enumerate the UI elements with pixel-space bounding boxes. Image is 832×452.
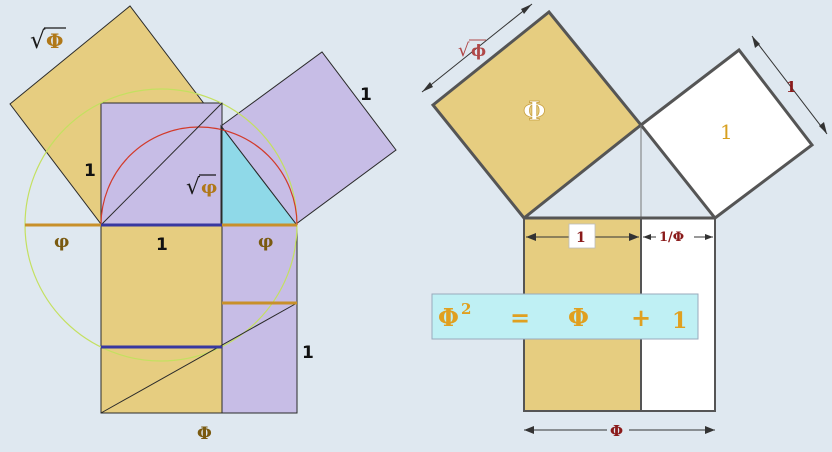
label-sqrt-phi: φ (201, 177, 217, 198)
right-dim-inv-arrow-b (705, 234, 713, 240)
label-one-left: 1 (84, 161, 96, 181)
label-one-side: 1 (786, 78, 796, 96)
equation-exponent: 2 (461, 300, 471, 318)
label-one-right: 1 (302, 343, 314, 363)
label-Phi-bottom: Φ (197, 424, 212, 444)
label-phi-left: φ (54, 232, 69, 252)
right-dim-one-arrow-b (819, 122, 827, 134)
right-dim-one-box (568, 223, 596, 249)
right-white-square-one (638, 47, 815, 221)
right-dim-Phi-arrow-b (705, 426, 715, 434)
right-dim-Phi-box (607, 421, 629, 439)
label-one-center: 1 (156, 235, 168, 255)
label-one-square: 1 (720, 120, 733, 144)
right-dim-w1-arrow-b (629, 233, 639, 241)
left-diagonal-lower (100, 302, 298, 414)
equation-equals: = (510, 303, 530, 332)
label-Phi-bottom-dim: Φ (610, 422, 623, 440)
right-dim-arrow-b (521, 4, 532, 14)
label-sqrt-phi-side: ϕ (471, 41, 486, 60)
label-one-dim: 1 (576, 230, 586, 246)
equation-term1: Φ (568, 303, 589, 332)
left-gold-rectangle-bottom (100, 224, 223, 414)
label-inv-Phi-dim: 1/Φ (659, 230, 684, 245)
left-sqrt-symbol-phi: √ (186, 175, 201, 200)
left-diagonal-upper (100, 102, 223, 226)
label-Phi-square: Φ (523, 97, 546, 127)
right-sqrt-symbol: √ (458, 40, 470, 61)
right-dim-inv-arrow-a (643, 234, 651, 240)
right-dim-one (751, 35, 828, 135)
right-dim-arrow-a (422, 82, 433, 92)
equation-term2: 1 (672, 308, 687, 334)
right-dim-sqrt-phi (421, 3, 533, 93)
left-diagram: √ Φ 1 1 √ φ φ 1 φ 1 Φ (9, 5, 397, 444)
right-dim-one-arrow-a (752, 36, 760, 48)
equation-lhs: Φ (438, 303, 459, 332)
label-phi-right: φ (258, 232, 273, 252)
left-sqrt-symbol-Phi: √ (30, 26, 46, 54)
equation-background (431, 293, 699, 340)
label-one-top-right: 1 (360, 85, 372, 105)
right-dim-inv-box (656, 227, 694, 245)
right-dim-w1-arrow-a (526, 233, 536, 241)
label-sqrt-Phi: Φ (46, 29, 63, 53)
right-dim-Phi-arrow-a (524, 426, 534, 434)
equation-box: Φ 2 = Φ + 1 (431, 293, 699, 340)
left-red-semicircle (100, 126, 298, 226)
equation-plus: + (631, 303, 651, 332)
right-diagram: √ ϕ 1 Φ 1 1 1/Φ Φ Φ 2 = (421, 3, 828, 440)
